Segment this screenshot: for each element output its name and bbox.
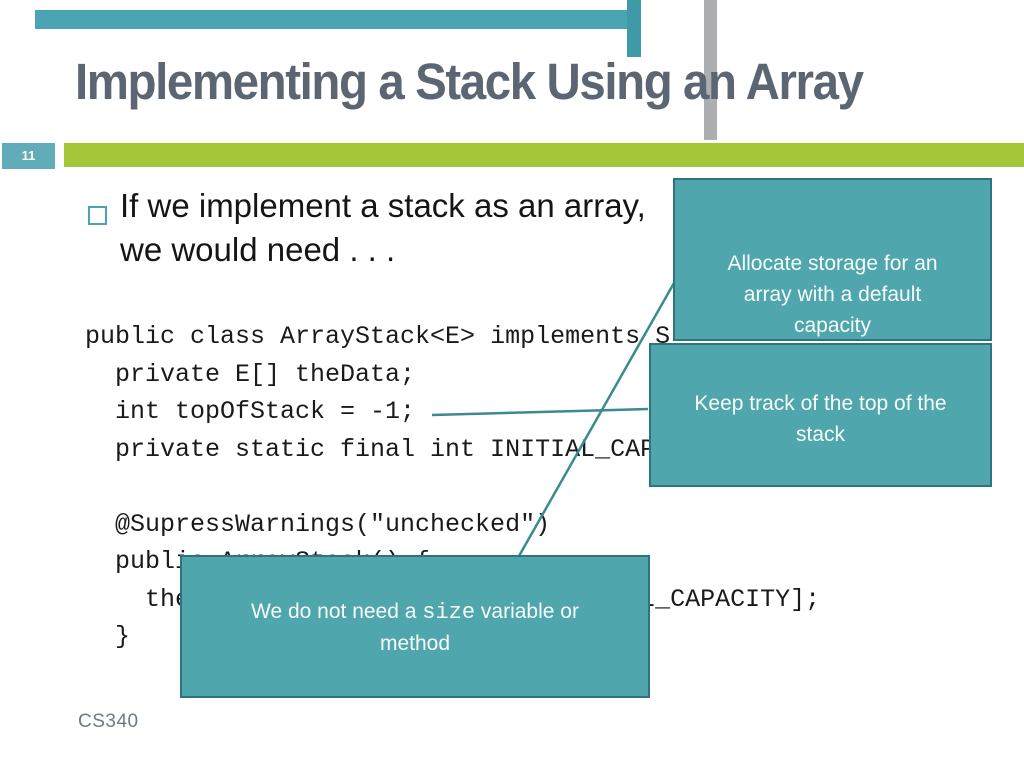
top-tick-teal [627, 0, 641, 57]
accent-band [64, 143, 1024, 167]
bullet-text: If we implement a stack as an array, we … [120, 184, 646, 272]
callout-line: Allocate storage for an [727, 252, 938, 275]
connector-line-horizontal [431, 407, 649, 417]
top-tick-gray [704, 0, 717, 140]
code-line: public class ArrayStack<E> implements S [85, 322, 671, 351]
code-line: private E[] theData; [115, 360, 416, 389]
callout-text-segment: We do not need a [251, 600, 423, 623]
top-accent-bar [35, 10, 627, 29]
callout-line: method [379, 632, 451, 655]
callout-line: capacity [793, 314, 872, 337]
code-line: @SupressWarnings("unchecked") [115, 510, 551, 539]
footer-course-label: CS340 [78, 711, 139, 732]
callout-line: We do not need a size variable or [182, 596, 648, 628]
bullet-text-line-2: we would need . . . [120, 231, 396, 268]
callout-line: array with a default [743, 283, 922, 306]
callout-text-segment: variable or [475, 600, 579, 623]
code-line: int topOfStack = -1; [115, 397, 416, 426]
callout-top-of-stack: Keep track of the top of the stack [649, 343, 992, 487]
slide-title: Implementing a Stack Using an Array [75, 53, 864, 110]
code-line: } [115, 622, 131, 651]
callout-allocate-storage: Allocate storage for an array with a def… [673, 178, 992, 341]
callout-no-size-variable: We do not need a size variable or method [180, 555, 650, 698]
bullet-text-line-1: If we implement a stack as an array, [120, 187, 646, 224]
callout-line: stack [795, 423, 845, 446]
page-number-tab: 11 [2, 143, 55, 169]
callout-line: Keep track of the top of the [694, 392, 947, 415]
bullet-square-icon [88, 206, 107, 225]
callout-mono-word: size [422, 600, 476, 625]
